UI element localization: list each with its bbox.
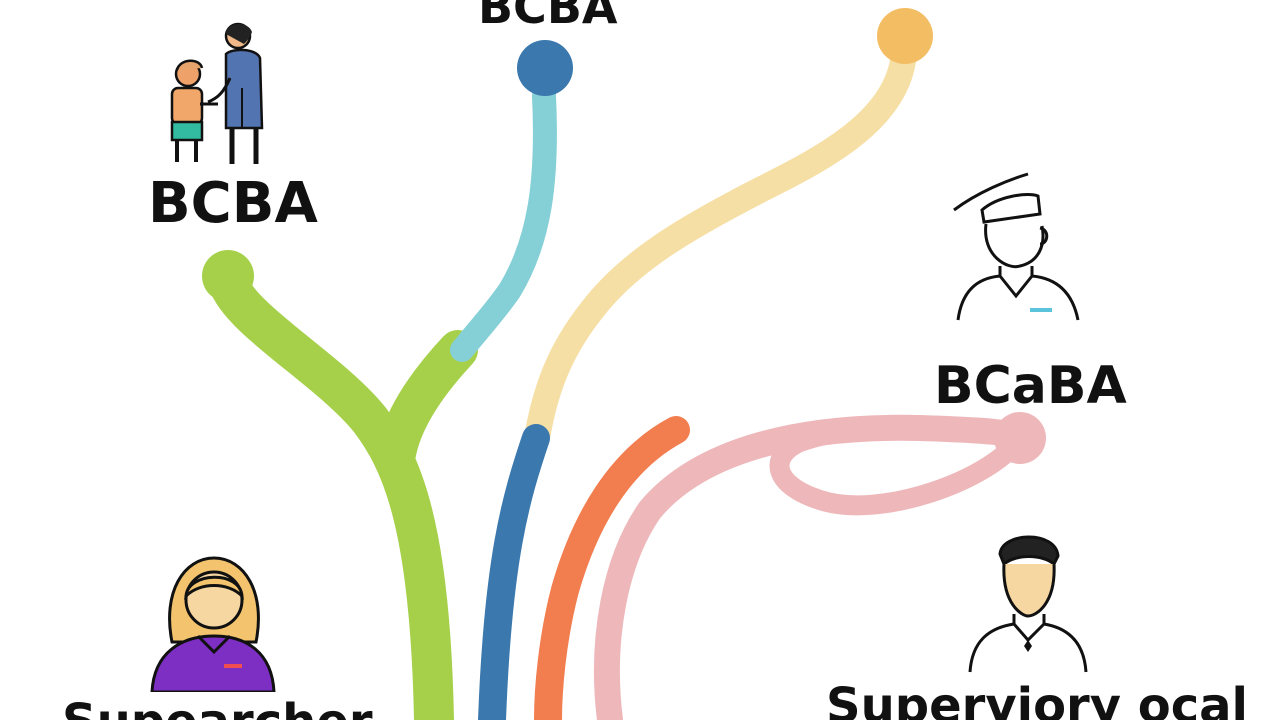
label-bcba-top: BCBA xyxy=(478,0,618,34)
yellow-branch xyxy=(524,39,917,451)
label-bcba-left: BCBA xyxy=(148,171,318,236)
green-right-branch xyxy=(375,330,478,480)
orange-branch xyxy=(534,416,690,720)
nurse-person-icon xyxy=(953,172,1080,321)
dark-blue-branch xyxy=(478,424,550,720)
light-blue-branch xyxy=(450,84,557,362)
green-left-branch xyxy=(208,262,454,720)
label-bcaba: BCaBA xyxy=(934,356,1127,416)
top-blue-node xyxy=(517,40,573,96)
label-bottom-left: Supearcher xyxy=(62,698,373,720)
yellow-node xyxy=(877,8,933,64)
pink-node xyxy=(994,412,1046,464)
man-avatar-icon xyxy=(968,535,1088,673)
pink-loop xyxy=(769,417,1028,516)
adult-child-icon xyxy=(170,22,264,164)
woman-avatar-icon xyxy=(150,556,276,692)
label-bottom-right: Superviory ocal xyxy=(826,678,1248,720)
green-node xyxy=(202,250,254,302)
